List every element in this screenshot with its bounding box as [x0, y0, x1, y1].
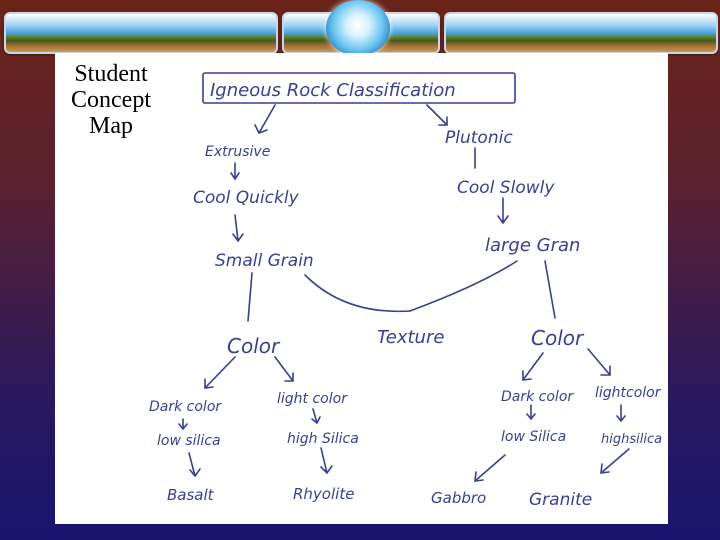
header-banner-right	[444, 12, 718, 54]
slide-content: Student Concept Map	[55, 53, 668, 524]
node-dark-color-right: Dark color	[501, 389, 574, 405]
arrow-coolslowly-largegran	[497, 197, 509, 225]
node-rhyolite: Rhyolite	[293, 485, 354, 503]
slide-caption: Student Concept Map	[55, 61, 167, 139]
arrow-title-extrusive	[254, 104, 276, 135]
arrow-color-light-left	[274, 356, 294, 382]
arrow-color-dark-right	[522, 352, 544, 381]
arrow-coolquickly-smallgrain	[232, 214, 244, 243]
curve-texture-left	[304, 274, 411, 313]
caption-line-1: Student	[74, 61, 148, 87]
node-texture: Texture	[377, 327, 444, 348]
node-light-color-left: light color	[277, 391, 348, 407]
arrow-highsilica-rhyolite-left	[320, 447, 333, 475]
caption-line-2: Concept	[71, 87, 151, 113]
arrow-highsilica-granite-right	[600, 448, 630, 474]
node-cool-quickly: Cool Quickly	[193, 188, 300, 208]
node-low-silica-right: low Silica	[501, 429, 566, 445]
curve-texture-right	[409, 260, 518, 312]
node-color-left: Color	[227, 334, 281, 358]
node-small-grain: Small Grain	[215, 251, 314, 271]
arrow-dark-lowsilica-right	[526, 404, 536, 421]
line-smallgrain-color	[247, 272, 253, 322]
node-granite: Granite	[529, 490, 592, 510]
node-high-silica-left: high Silica	[287, 431, 359, 447]
node-high-silica-right: highsilica	[601, 432, 662, 447]
arrow-lowsilica-basalt-left	[188, 452, 201, 478]
arrow-color-light-right	[587, 348, 611, 376]
caption-line-3: Map	[89, 113, 133, 139]
node-color-right: Color	[531, 326, 585, 350]
line-largegran-color	[544, 260, 556, 319]
arrow-lowsilica-gabbro-right	[474, 454, 506, 482]
node-light-color-right: lightcolor	[595, 385, 662, 401]
node-gabbro: Gabbro	[431, 489, 486, 507]
header-banner-left	[4, 12, 278, 54]
title-box	[202, 72, 516, 104]
node-low-silica-left: low silica	[157, 433, 221, 449]
node-extrusive: Extrusive	[205, 144, 270, 160]
arrow-color-dark-left	[204, 356, 236, 389]
arrow-title-plutonic	[426, 104, 448, 126]
node-large-gran: large Gran	[485, 235, 580, 256]
node-plutonic: Plutonic	[445, 128, 513, 148]
globe-orb-icon	[326, 0, 390, 56]
arrow-dark-lowsilica-left	[178, 418, 188, 431]
node-title: Igneous Rock Classification	[210, 80, 456, 101]
node-cool-slowly: Cool Slowly	[457, 178, 555, 198]
arrow-extrusive-coolquickly	[230, 162, 240, 181]
node-dark-color-left: Dark color	[149, 399, 222, 415]
concept-map: Igneous Rock Classification Extrusive Pl…	[149, 72, 662, 510]
node-basalt: Basalt	[167, 486, 215, 504]
arrow-light-highsilica-right	[616, 404, 626, 423]
arrow-light-highsilica-left	[311, 408, 321, 425]
